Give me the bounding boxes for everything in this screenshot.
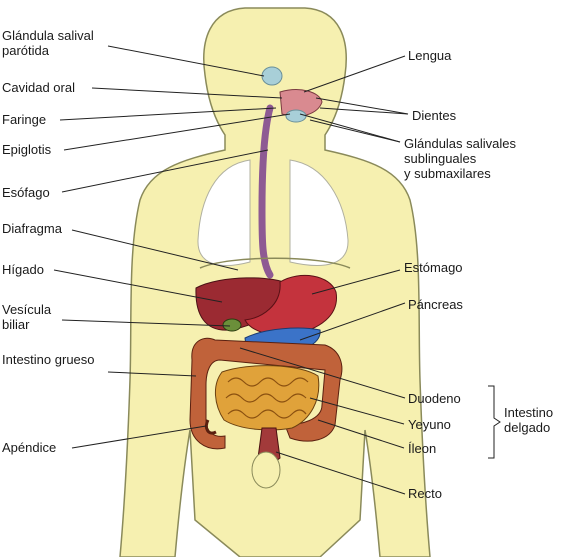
label-small-intestine: Intestino delgado xyxy=(504,405,554,435)
label-jejunum: Yeyuno xyxy=(408,417,451,432)
label-stomach: Estómago xyxy=(404,260,463,275)
small-intestine-brace xyxy=(488,385,501,459)
label-diaphragm: Diafragma xyxy=(2,221,62,236)
scrotum xyxy=(251,451,281,489)
label-rectum: Recto xyxy=(408,486,442,501)
label-parotid-gland: Glándula salival parótida xyxy=(2,28,94,58)
small-intestine-coils xyxy=(225,377,309,419)
label-pancreas: Páncreas xyxy=(408,297,463,312)
large-intestine xyxy=(189,337,343,450)
gallbladder xyxy=(222,318,242,332)
label-liver: Hígado xyxy=(2,262,44,277)
left-lung xyxy=(197,159,251,266)
label-pharynx: Faringe xyxy=(2,112,47,127)
label-duodenum: Duodeno xyxy=(408,391,461,406)
label-teeth: Dientes xyxy=(412,108,457,123)
leader-lines xyxy=(53,45,409,495)
appendix xyxy=(204,419,217,435)
label-tongue: Lengua xyxy=(408,48,452,63)
label-large-intestine: Intestino grueso xyxy=(2,352,95,367)
parotid-gland xyxy=(261,66,283,86)
label-oral-cavity: Cavidad oral xyxy=(2,80,75,95)
label-ileum: Íleon xyxy=(408,441,437,456)
label-epiglottis: Epiglotis xyxy=(2,142,52,157)
right-lung xyxy=(289,159,349,267)
small-intestine xyxy=(215,365,320,431)
label-sublingual-glands: Glándulas salivales sublinguales y subma… xyxy=(404,136,517,181)
sublingual-gland xyxy=(285,109,307,123)
label-esophagus: Esófago xyxy=(2,185,50,200)
label-gallbladder: Vesícula biliar xyxy=(2,302,52,332)
label-appendix: Apéndice xyxy=(2,440,57,455)
